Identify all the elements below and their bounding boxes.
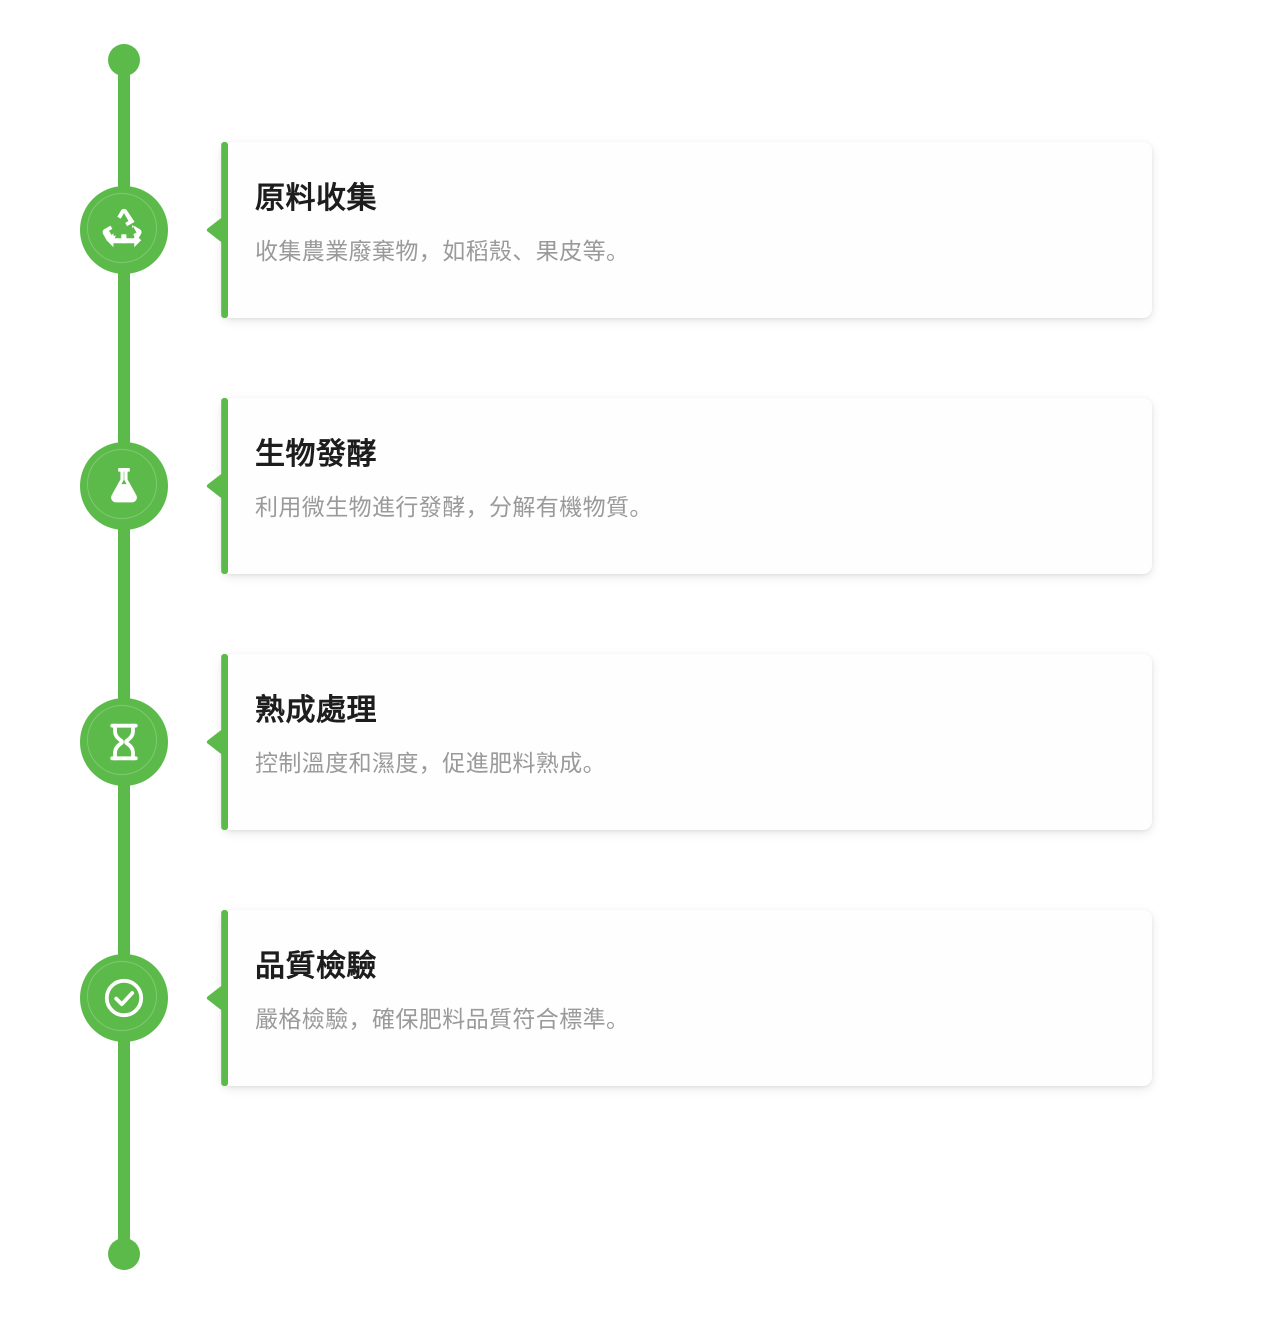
step-description-3: 控制溫度和濕度，促進肥料熟成。 (255, 749, 606, 776)
step-description-1: 收集農業廢棄物，如稻殼、果皮等。 (255, 237, 630, 264)
timeline-node-3[interactable] (80, 698, 168, 786)
timeline-card-1[interactable]: 原料收集 收集農業廢棄物，如稻殼、果皮等。 (206, 142, 1152, 318)
step-description-4: 嚴格檢驗，確保肥料品質符合標準。 (255, 1005, 630, 1032)
timeline-node-4[interactable] (80, 954, 168, 1042)
step-title-2: 生物發酵 (255, 438, 377, 471)
card-body-4: 品質檢驗 嚴格檢驗，確保肥料品質符合標準。 (222, 910, 1152, 1086)
timeline-step-3: 熟成處理 控制溫度和濕度，促進肥料熟成。 (0, 654, 1272, 830)
timeline-step-4: 品質檢驗 嚴格檢驗，確保肥料品質符合標準。 (0, 910, 1272, 1086)
step-title-4: 品質檢驗 (255, 950, 377, 983)
flask-icon (101, 463, 147, 509)
timeline-node-2[interactable] (80, 442, 168, 530)
step-title-3: 熟成處理 (255, 694, 377, 727)
timeline-start-dot (108, 44, 140, 76)
timeline-card-2[interactable]: 生物發酵 利用微生物進行發酵，分解有機物質。 (206, 398, 1152, 574)
timeline-end-dot (108, 1238, 140, 1270)
timeline-card-4[interactable]: 品質檢驗 嚴格檢驗，確保肥料品質符合標準。 (206, 910, 1152, 1086)
timeline-step-2: 生物發酵 利用微生物進行發酵，分解有機物質。 (0, 398, 1272, 574)
timeline-spine (118, 50, 130, 1255)
card-body-3: 熟成處理 控制溫度和濕度，促進肥料熟成。 (222, 654, 1152, 830)
hourglass-icon (102, 720, 146, 764)
recycle-icon (101, 207, 147, 253)
check-circle-icon (100, 974, 148, 1022)
step-description-2: 利用微生物進行發酵，分解有機物質。 (255, 493, 653, 520)
card-body-1: 原料收集 收集農業廢棄物，如稻殼、果皮等。 (222, 142, 1152, 318)
timeline-step-1: 原料收集 收集農業廢棄物，如稻殼、果皮等。 (0, 142, 1272, 318)
card-body-2: 生物發酵 利用微生物進行發酵，分解有機物質。 (222, 398, 1152, 574)
step-title-1: 原料收集 (255, 182, 377, 215)
timeline-card-3[interactable]: 熟成處理 控制溫度和濕度，促進肥料熟成。 (206, 654, 1152, 830)
timeline-node-1[interactable] (80, 186, 168, 274)
